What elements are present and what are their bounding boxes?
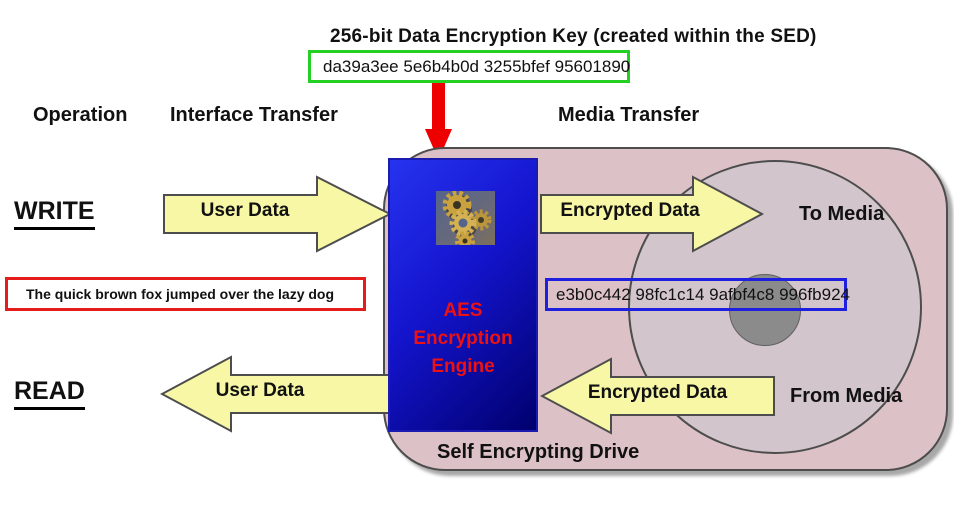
key-down-arrow-shape [425,83,452,160]
write-encrypted-data-arrow-shape [540,175,764,253]
drive-label: Self Encrypting Drive [437,441,640,463]
write-encrypted-data-label: Encrypted Data [560,200,700,221]
read-encrypted-data-arrow-shape [540,357,775,435]
header-interface-transfer: Interface Transfer [170,104,338,126]
write-user-data-label: User Data [200,200,290,221]
write-operation-label: WRITE [14,197,95,230]
encryption-key-box: da39a3ee 5e6b4b0d 3255bfef 95601890 [308,50,630,83]
ciphertext-box: e3b0c442 98fc1c14 9afbf4c8 996fb924 [545,278,850,311]
read-operation-label: READ [14,377,85,410]
aes-engine-label: AES Encryption Engine [388,297,538,381]
header-media-transfer: Media Transfer [558,104,700,126]
aes-engine-label-line2: Encryption [413,328,513,349]
write-user-data-arrow-icon [163,175,392,253]
read-user-data-label: User Data [215,380,305,401]
encryption-key-value: da39a3ee 5e6b4b0d 3255bfef 95601890 [323,56,631,76]
from-media-label: From Media [790,385,903,407]
header-operation: Operation [33,104,128,126]
read-encrypted-data-arrow-icon [540,357,775,435]
write-user-data-arrow-shape [163,175,392,253]
to-media-label: To Media [799,203,885,225]
write-operation-text: WRITE [14,197,95,230]
aes-engine-label-line1: AES [443,300,483,321]
plaintext-value: The quick brown fox jumped over the lazy… [26,286,335,302]
aes-engine-box [388,158,538,432]
read-operation-text: READ [14,377,85,410]
gears-image [436,191,495,245]
ciphertext-value: e3b0c442 98fc1c14 9afbf4c8 996fb924 [556,284,850,304]
write-encrypted-data-arrow-icon [540,175,764,253]
plaintext-box: The quick brown fox jumped over the lazy… [5,277,366,311]
key-down-arrow-icon [425,83,452,160]
read-encrypted-data-label: Encrypted Data [587,382,728,403]
aes-engine-label-line3: Engine [431,356,495,377]
diagram-title: 256-bit Data Encryption Key (created wit… [330,26,817,47]
read-user-data-arrow-icon [160,355,390,433]
read-user-data-arrow-shape [160,355,390,433]
